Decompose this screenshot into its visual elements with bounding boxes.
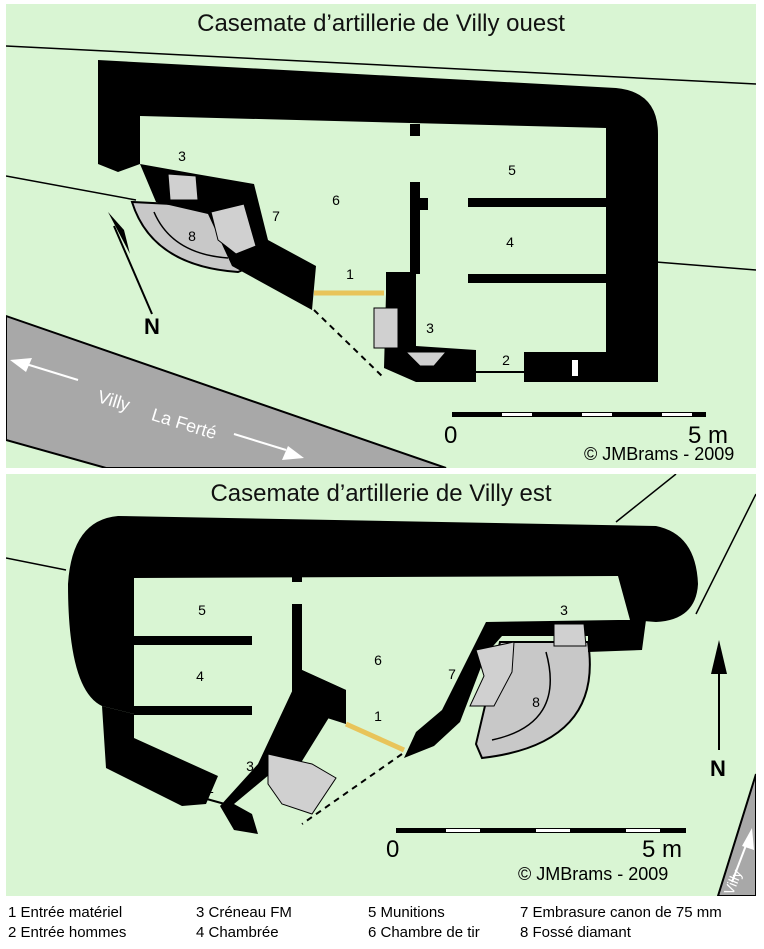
fm-loophole-entrance [373, 307, 399, 349]
label-8: 8 [188, 228, 196, 244]
scale-bar-segment [582, 413, 612, 416]
partition-5-4 [468, 198, 606, 207]
diagram-east: Casemate d’artillerie de Villy est 5 4 6… [6, 474, 756, 897]
terrain-line [6, 45, 756, 85]
label-1: 1 [374, 708, 382, 724]
road-arrow-line [25, 363, 79, 381]
fm-loophole-entrance [267, 753, 337, 815]
inner-wall-right [384, 272, 476, 382]
label-4: 4 [506, 234, 514, 250]
road [716, 773, 756, 896]
scale-bar-segment [536, 829, 570, 832]
scale-start: 0 [386, 836, 400, 863]
side-wall-left [102, 706, 218, 806]
title-west: Casemate d’artillerie de Villy ouest [197, 10, 565, 37]
legend-item-4: 4 Chambrée [196, 924, 279, 941]
legend-item-5: 5 Munitions [368, 904, 445, 921]
label-1: 1 [346, 266, 354, 282]
label-6: 6 [374, 652, 382, 668]
material-entrance[interactable] [344, 721, 406, 753]
label-5: 5 [198, 602, 206, 618]
copyright: © JMBrams - 2009 [584, 444, 735, 464]
door-2 [195, 795, 233, 807]
north-arrow-icon [711, 640, 727, 674]
road-arrow-up-icon [742, 828, 754, 850]
perimeter-dashed [313, 309, 385, 379]
outer-wall [98, 60, 658, 382]
label-7: 7 [448, 666, 456, 682]
terrain-line [655, 261, 756, 271]
scale-bar-segment [626, 829, 660, 832]
door-gap [572, 360, 578, 376]
label-3-fm: 3 [178, 148, 186, 164]
partition-4-6 [134, 706, 252, 715]
scale-bar [452, 412, 706, 417]
label-3-entrance: 3 [246, 758, 254, 774]
label-5: 5 [508, 162, 516, 178]
west-plan-drawing [6, 4, 756, 468]
scale-bar-segment [662, 413, 692, 416]
ditch-inner-edge [153, 211, 229, 259]
road-arrow-line [233, 433, 287, 451]
road-arrow-right-icon [282, 446, 304, 460]
diagram-west: Casemate d’artillerie de Villy ouest 3 7… [6, 4, 756, 468]
terrain-line [615, 474, 677, 523]
partition-4-6 [468, 274, 606, 283]
partition-5-4 [134, 636, 252, 645]
north-arrow-icon [108, 212, 130, 254]
wall-block [302, 670, 346, 724]
title-east: Casemate d’artillerie de Villy est [210, 480, 552, 507]
gun-embrasure [210, 203, 257, 255]
label-6: 6 [332, 192, 340, 208]
fm-loophole [553, 623, 587, 647]
legend-item-2: 2 Entrée hommes [8, 924, 127, 941]
scale-end: 5 m [688, 422, 729, 449]
gun-embrasure [469, 641, 515, 707]
partition-stub [410, 124, 420, 136]
legend-item-3: 3 Créneau FM [196, 904, 292, 921]
copyright: © JMBrams - 2009 [518, 864, 669, 884]
scale-bar-segment [446, 829, 480, 832]
terrain-line [6, 557, 67, 571]
east-plan-drawing [6, 474, 756, 896]
ditch-inner-edge [491, 651, 551, 741]
terrain-line [695, 493, 756, 615]
scale-bar-segment [502, 413, 532, 416]
terrain-line [6, 175, 137, 201]
scale-end: 5 m [642, 836, 683, 863]
label-8: 8 [532, 694, 540, 710]
partition-stub [292, 570, 302, 582]
label-2: 2 [206, 780, 214, 796]
label-3-fm: 3 [560, 602, 568, 618]
road [6, 314, 447, 468]
legend-item-6: 6 Chambre de tir [368, 924, 480, 941]
legend-item-1: 1 Entrée matériel [8, 904, 123, 921]
label-3-entrance: 3 [426, 320, 434, 336]
north-arrow-shaft [113, 225, 153, 315]
legend-item-7: 7 Embrasure canon de 75 mm [520, 904, 722, 921]
legend-item-8: 8 Fossé diamant [520, 924, 631, 941]
partition-wall [292, 604, 302, 714]
front-wall-east [404, 620, 646, 758]
legend: 1 Entrée matériel 2 Entrée hommes 3 Crén… [0, 896, 764, 949]
label-2: 2 [502, 352, 510, 368]
perimeter-dashed [301, 753, 403, 825]
label-7: 7 [272, 208, 280, 224]
outer-wall [68, 516, 698, 714]
road-arrow-left-icon [10, 358, 32, 372]
label-4: 4 [196, 668, 204, 684]
north-label: N [710, 756, 726, 781]
scale-start: 0 [444, 422, 458, 449]
north-label: N [144, 314, 160, 339]
partition-jog [414, 198, 428, 210]
partition-wall [410, 182, 420, 274]
entrance-step [404, 351, 448, 367]
fm-loophole [167, 173, 199, 201]
